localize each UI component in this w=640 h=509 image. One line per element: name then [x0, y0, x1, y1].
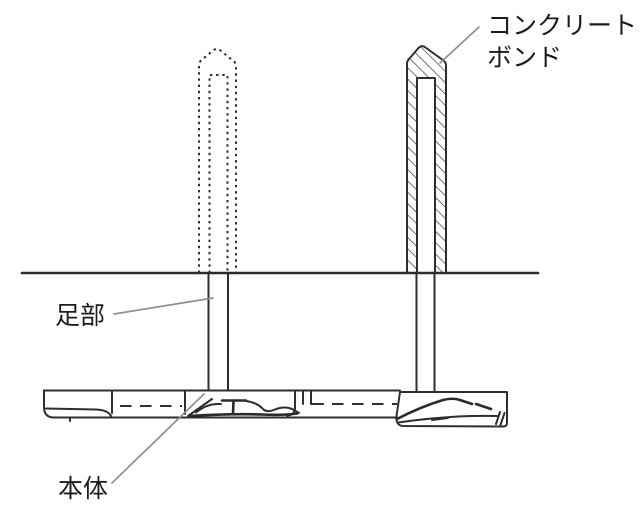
fold-tick	[499, 412, 506, 426]
rail-cap-inner-line	[45, 407, 112, 417]
phantom-post-inner-outline	[208, 74, 229, 273]
crumple-line	[474, 402, 493, 411]
crumple-line	[187, 412, 299, 418]
concrete-bond-hatched-shell	[406, 45, 447, 274]
concrete-bond-label-line2: ボンド	[487, 44, 562, 72]
foot-leader-line	[113, 297, 214, 315]
body-label: 本体	[58, 475, 108, 503]
fold-tick	[495, 411, 501, 425]
crumple-line	[395, 397, 474, 421]
crumple-line	[195, 403, 222, 414]
crumple-line	[187, 398, 213, 417]
phantom-post-outer-outline	[198, 48, 237, 273]
body-leader-line	[111, 393, 205, 484]
foot-label: 足部	[55, 302, 105, 330]
bonded-post-group	[406, 45, 447, 274]
rail-step-tab	[302, 389, 324, 405]
anchor-crumple-left	[187, 398, 300, 418]
crumple-line	[231, 399, 235, 415]
rail-left-cap	[43, 389, 55, 419]
phantom-post-group	[198, 48, 237, 273]
foot-shafts-group	[207, 272, 436, 393]
anchor-block-right	[395, 391, 508, 428]
concrete-bond-label-line1: コンクリート	[487, 12, 637, 40]
crumple-line	[397, 414, 498, 424]
concrete-bond-leader-line	[439, 26, 480, 64]
crumple-line	[245, 400, 300, 414]
anchor-block1-right-edge	[286, 389, 296, 417]
crumple-line	[431, 417, 449, 421]
base-rail-group	[43, 389, 508, 428]
